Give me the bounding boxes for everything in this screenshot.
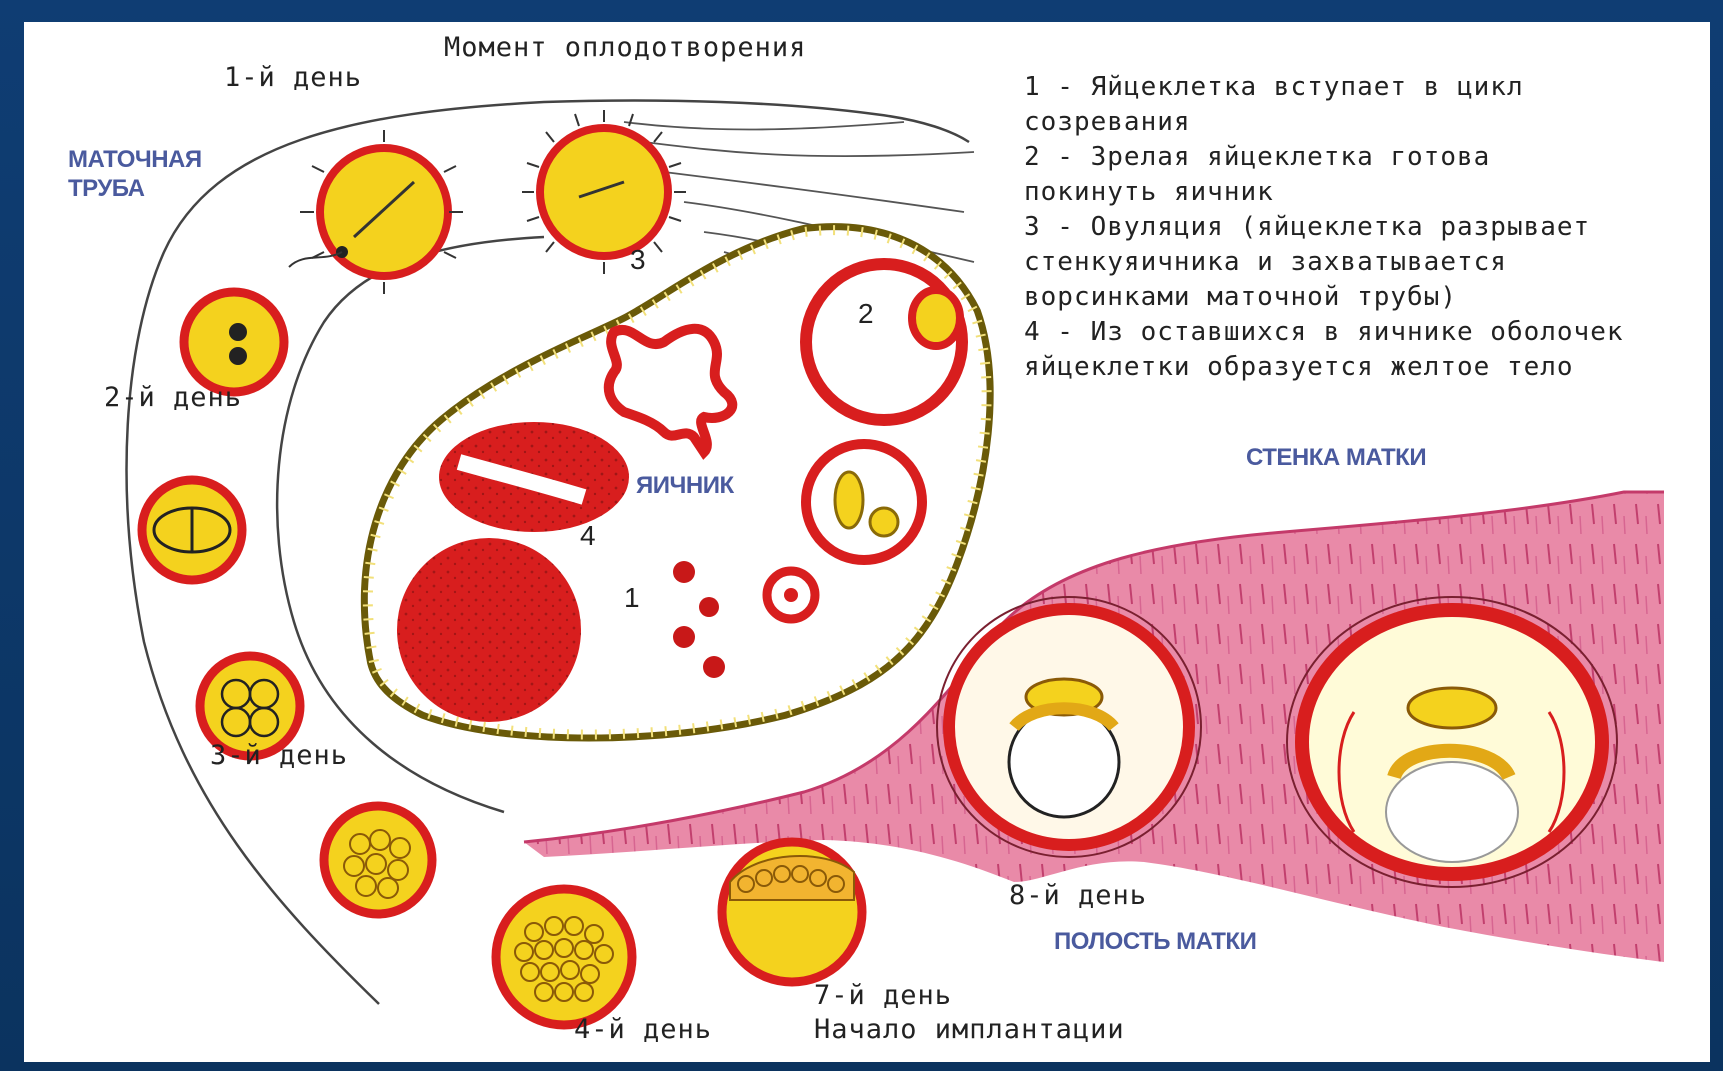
implantation-start-label: Начало имплантации: [814, 1014, 1125, 1045]
embryo-zygote: [184, 292, 284, 392]
day2-label: 2-й день: [104, 382, 242, 413]
marker-3: 3: [630, 244, 646, 276]
embryo-morula: [324, 806, 432, 914]
fertilization-label: Момент оплодотворения: [444, 32, 806, 63]
fallopian-tube-label: МАТОЧНАЯ ТРУБА: [68, 146, 202, 204]
legend-line: яйцеклетки образуется желтое тело: [1024, 350, 1704, 385]
legend-line: стенкуяичника и захватывается: [1024, 245, 1704, 280]
day1-label: 1-й день: [224, 62, 362, 93]
day8-label: 8-й день: [1009, 880, 1147, 911]
marker-4: 4: [580, 520, 596, 552]
legend-line: 3 - Овуляция (яйцеклетка разрывает: [1024, 210, 1704, 245]
marker-1: 1: [624, 582, 640, 614]
egg-fertilization: [289, 110, 686, 294]
embryo-2-cell: [142, 480, 242, 580]
legend-line: 1 - Яйцеклетка вступает в цикл: [1024, 70, 1704, 105]
day7-label: 7-й день: [814, 980, 952, 1011]
legend-line: созревания: [1024, 105, 1704, 140]
legend-line: покинуть яичник: [1024, 175, 1704, 210]
legend: 1 - Яйцеклетка вступает в цикл созревани…: [1024, 70, 1704, 385]
legend-line: 2 - Зрелая яйцеклетка готова: [1024, 140, 1704, 175]
marker-2: 2: [858, 298, 874, 330]
uterine-cavity-label: ПОЛОСТЬ МАТКИ: [1054, 928, 1256, 957]
embryo-blastocyst-early: [496, 889, 632, 1025]
day4-label: 4-й день: [574, 1014, 712, 1045]
uterine-wall-label: СТЕНКА МАТКИ: [1246, 444, 1426, 473]
legend-line: 4 - Из оставшихся в яичнике оболочек: [1024, 315, 1704, 350]
embryo-implanting: [722, 842, 862, 982]
day3-label: 3-й день: [210, 740, 348, 771]
ovary-label: ЯИЧНИК: [636, 472, 734, 501]
legend-line: ворсинками маточной трубы): [1024, 280, 1704, 315]
diagram-panel: Момент оплодотворения 1-й день 2-й день …: [24, 22, 1710, 1062]
